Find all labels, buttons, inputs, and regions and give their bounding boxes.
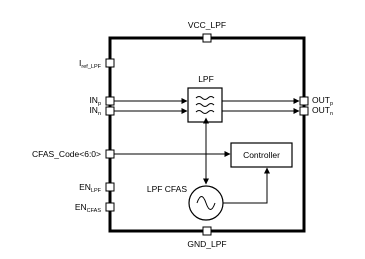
cfas-code-label: CFAS_Code<6:0> (32, 149, 101, 159)
iref-pin (105, 58, 115, 68)
en-lpf-label: ENLPF (79, 182, 102, 194)
iref-label: Iref_LPF (79, 58, 102, 70)
lpf-cfas-label: LPF CFAS (147, 184, 187, 194)
gnd-label: GND_LPF (187, 239, 226, 249)
en-cfas-label: ENCFAS (75, 202, 102, 214)
controller-label: Controller (243, 150, 280, 160)
lpf-block (187, 87, 223, 123)
in-p-pin (105, 96, 115, 106)
in-n-pin (105, 106, 115, 116)
en-cfas-pin (105, 202, 115, 212)
lpf-filter-icon (195, 96, 215, 114)
out-p-label: OUTp (312, 95, 333, 107)
gnd-pin (202, 226, 212, 236)
in-n-label: INn (89, 105, 101, 117)
out-p-pin (299, 96, 309, 106)
out-n-label: OUTn (312, 105, 333, 117)
vcc-label: VCC_LPF (188, 20, 226, 30)
sine-wave-icon (196, 196, 216, 210)
vcc-pin (202, 33, 212, 43)
cfas-code-pin (105, 149, 115, 159)
lpf-title: LPF (198, 74, 214, 84)
out-n-pin (299, 106, 309, 116)
en-lpf-pin (105, 182, 115, 192)
in-p-label: INp (89, 95, 101, 107)
controller-block (230, 142, 293, 168)
cfas-to-controller-arrow (223, 167, 270, 204)
